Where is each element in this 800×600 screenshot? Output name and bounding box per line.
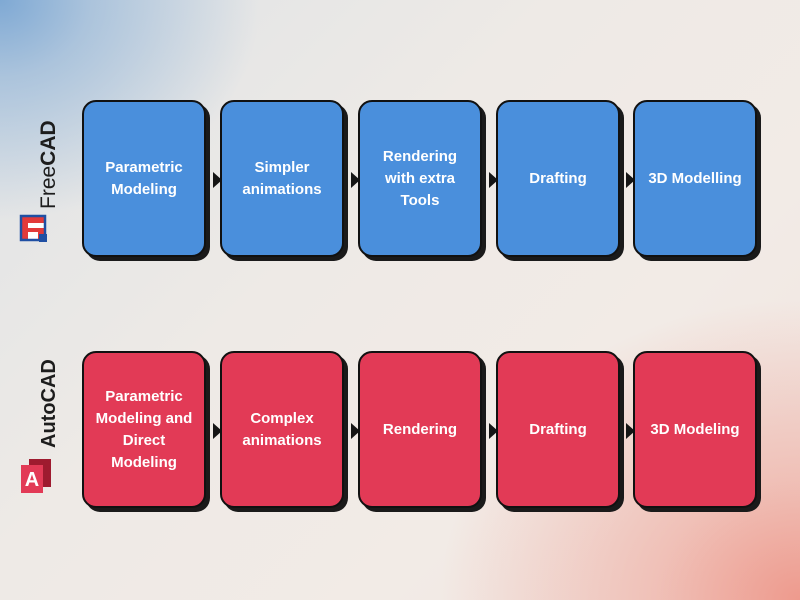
arrow-right-icon — [626, 423, 635, 439]
autocad-brand-name: AutoCAD — [38, 359, 60, 448]
autocad-step-complex-animations: Complex animations — [220, 351, 344, 508]
arrow-right-icon — [351, 172, 360, 188]
freecad-brand-name: FreeCAD — [37, 120, 60, 209]
freecad-step-simpler-animations: Simpler animations — [220, 100, 344, 257]
freecad-row: FreeCAD Parametric Modeling Simpler anim… — [0, 96, 800, 271]
freecad-logo-icon — [19, 214, 47, 242]
autocad-step-3d-modeling: 3D Modeling — [633, 351, 757, 508]
arrow-right-icon — [213, 172, 222, 188]
arrow-right-icon — [489, 423, 498, 439]
autocad-row: AutoCAD A Parametric Modeling and Direct… — [0, 347, 800, 522]
autocad-step-rendering: Rendering — [358, 351, 482, 508]
arrow-right-icon — [351, 423, 360, 439]
autocad-logo-icon: A — [21, 459, 51, 493]
arrow-right-icon — [489, 172, 498, 188]
autocad-step-parametric-direct-modeling: Parametric Modeling and Direct Modeling — [82, 351, 206, 508]
autocad-step-drafting: Drafting — [496, 351, 620, 508]
arrow-right-icon — [213, 423, 222, 439]
freecad-brand: FreeCAD — [14, 96, 60, 271]
freecad-step-3d-modelling: 3D Modelling — [633, 100, 757, 257]
autocad-brand: AutoCAD A — [14, 347, 60, 522]
svg-text:A: A — [25, 469, 39, 491]
arrow-right-icon — [626, 172, 635, 188]
freecad-step-rendering: Rendering with extra Tools — [358, 100, 482, 257]
freecad-step-drafting: Drafting — [496, 100, 620, 257]
freecad-step-parametric-modeling: Parametric Modeling — [82, 100, 206, 257]
